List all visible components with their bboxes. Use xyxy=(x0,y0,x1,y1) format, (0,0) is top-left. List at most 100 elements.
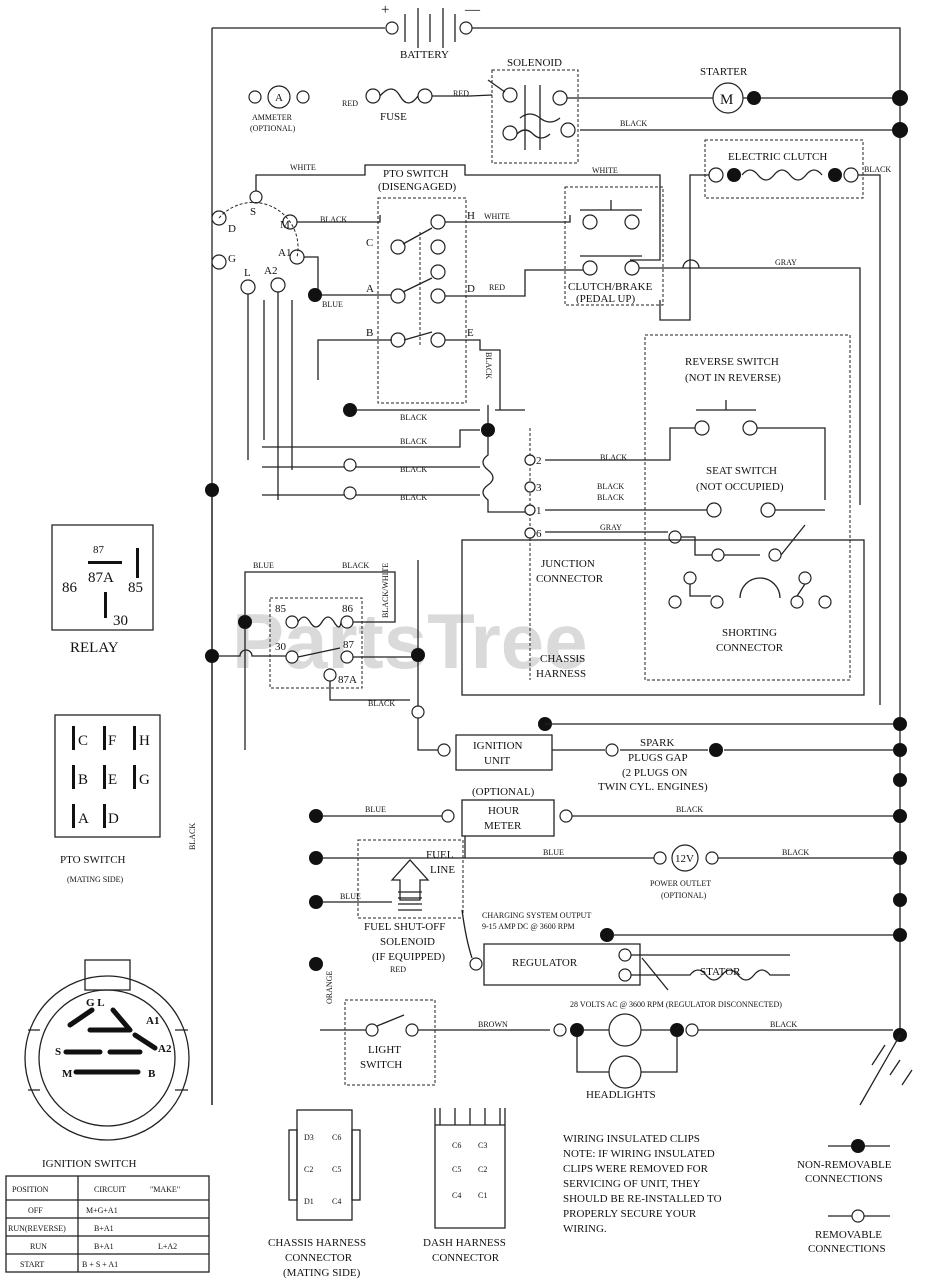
shorting-label: SHORTING xyxy=(722,627,777,639)
note-line-4: SHOULD BE RE-INSTALLED TO xyxy=(563,1193,722,1205)
hour-meter: (OPTIONAL) HOUR METER BLUE BLACK xyxy=(309,786,893,837)
clutch-brake-switch: WHITE CLUTCH/BRAKE (PEDAL UP) GRAY xyxy=(564,166,861,505)
relay-86: 86 xyxy=(62,580,78,596)
wire-black-seat-2: BLACK xyxy=(597,493,624,502)
power-outlet-label: POWER OUTLET xyxy=(650,879,711,888)
fuel-shutoff-3: (IF EQUIPPED) xyxy=(372,951,445,963)
chassis-pin-d1: D1 xyxy=(304,1197,314,1206)
ign-term-a1: A1 xyxy=(278,247,291,259)
note-line-0: WIRING INSULATED CLIPS xyxy=(563,1133,700,1145)
pto-letter-b: B xyxy=(78,772,88,788)
stator-label: STATOR xyxy=(700,966,741,978)
volts-ac: 28 VOLTS AC @ 3600 RPM (REGULATOR DISCON… xyxy=(570,1000,782,1009)
spark-3: (2 PLUGS ON xyxy=(622,767,687,779)
ign-table-r3c1: B + S + A1 xyxy=(82,1260,118,1269)
reverse-switch-label: REVERSE SWITCH xyxy=(685,356,779,368)
fuel-shutoff-2: SOLENOID xyxy=(380,936,435,948)
electric-clutch: ELECTRIC CLUTCH BLACK xyxy=(659,139,891,705)
relay-s-87a: 87A xyxy=(338,674,357,686)
legend-rem-2: CONNECTIONS xyxy=(808,1243,886,1255)
not-in-reverse: (NOT IN REVERSE) xyxy=(685,372,781,384)
electric-clutch-label: ELECTRIC CLUTCH xyxy=(728,151,827,163)
legend: NON-REMOVABLE CONNECTIONS REMOVABLE CONN… xyxy=(797,1139,892,1255)
dash-pin-c4: C4 xyxy=(452,1191,461,1200)
ign-table-header-0: POSITION xyxy=(12,1185,49,1194)
pto-mating-side: (MATING SIDE) xyxy=(67,875,124,884)
power-12v: 12V xyxy=(675,853,694,865)
pto-letter-grid: C F H B E G A D xyxy=(72,726,150,828)
dash-conn-2: CONNECTOR xyxy=(432,1252,500,1264)
relay-schematic: 85 86 30 87 87A BLUE BLACK BLACK/WHITE B… xyxy=(205,560,448,751)
pedal-up-label: (PEDAL UP) xyxy=(576,293,636,305)
wire-white-cb: WHITE xyxy=(592,166,618,175)
starter-m: M xyxy=(720,92,733,108)
legend-nonrem-2: CONNECTIONS xyxy=(805,1173,883,1185)
ground-bundle: BLACK BLACK BLACK xyxy=(205,429,480,502)
pto-mating-label: PTO SWITCH xyxy=(60,854,126,866)
wire-red-fuel: RED xyxy=(390,965,406,974)
ign-table-header-2: "MAKE" xyxy=(150,1185,180,1194)
relay-s-85: 85 xyxy=(275,603,287,615)
junction-pin-2: 2 xyxy=(536,455,542,467)
pto-mating: C F H B E G A D PTO SWITCH (MATING SIDE) xyxy=(54,714,161,884)
junction-label: JUNCTION xyxy=(541,558,595,570)
ammeter: A AMMETER (OPTIONAL) xyxy=(248,85,310,133)
note-line-2: CLIPS WERE REMOVED FOR xyxy=(563,1163,709,1175)
pto-switch: PTO SWITCH (DISENGAGED) C H A D B E WHIT… xyxy=(308,168,590,422)
wire-black-ign: BLACK xyxy=(320,215,347,224)
junction-pin-3: 3 xyxy=(536,482,542,494)
ign-face-b: B xyxy=(148,1068,156,1080)
ign-face-a1: A1 xyxy=(146,1015,159,1027)
note-line-6: WIRING. xyxy=(563,1223,607,1235)
right-bus xyxy=(538,717,907,1042)
pto-letter-a: A xyxy=(78,811,89,827)
ign-term-g: G xyxy=(228,253,236,265)
pto-letter-h: H xyxy=(139,733,150,749)
ignition-unit-2: UNIT xyxy=(484,755,511,767)
ign-table-r0c1: M+G+A1 xyxy=(86,1206,118,1215)
ign-table-r1c0: RUN(REVERSE) xyxy=(8,1224,66,1233)
wire-black-power: BLACK xyxy=(782,848,809,857)
wire-black-left: BLACK xyxy=(188,823,197,850)
wire-blue-relay: BLUE xyxy=(253,561,274,570)
ignition-schematic: S M D G L A1 A2 WHITE BLACK xyxy=(211,163,661,500)
ign-table-r2c1: B+A1 xyxy=(94,1242,114,1251)
pto-term-c: C xyxy=(366,237,373,249)
note-line-5: PROPERLY SECURE YOUR xyxy=(563,1208,697,1220)
dash-conn-1: DASH HARNESS xyxy=(423,1237,506,1249)
ign-face-s: S xyxy=(55,1046,61,1058)
pto-letter-d: D xyxy=(108,811,119,827)
wire-blue-fuel: BLUE xyxy=(340,892,361,901)
wire-blue-pto: BLUE xyxy=(322,300,343,309)
wire-black-g2: BLACK xyxy=(400,465,427,474)
battery-plus: + xyxy=(381,2,389,18)
pto-term-e: E xyxy=(467,327,474,339)
wire-orange: ORANGE xyxy=(325,971,334,1004)
pto-term-a: A xyxy=(366,283,374,295)
fuel-shutoff-1: FUEL SHUT-OFF xyxy=(364,921,445,933)
hour-label: HOUR xyxy=(488,805,520,817)
spark-1: SPARK xyxy=(640,737,675,749)
ammeter-label: AMMETER xyxy=(252,113,293,122)
charging-1: CHARGING SYSTEM OUTPUT xyxy=(482,911,591,920)
pto-term-b: B xyxy=(366,327,373,339)
dash-pin-c5: C5 xyxy=(452,1165,461,1174)
ign-face-a2: A2 xyxy=(158,1043,172,1055)
shorting-connector-label: CONNECTOR xyxy=(716,642,784,654)
wire-gray-1: GRAY xyxy=(775,258,797,267)
ignition-switch-label: IGNITION SWITCH xyxy=(42,1158,136,1170)
ign-term-d: D xyxy=(228,223,236,235)
regulator-label: REGULATOR xyxy=(512,957,578,969)
pto-term-d: D xyxy=(467,283,475,295)
wire-blue-power: BLUE xyxy=(543,848,564,857)
ign-table-r0c0: OFF xyxy=(28,1206,43,1215)
wire-black-pto: BLACK xyxy=(400,413,427,422)
wire-red-1: RED xyxy=(342,99,358,108)
fuse: FUSE RED RED xyxy=(342,88,493,123)
ign-table-r3c0: START xyxy=(20,1260,44,1269)
legend-nonrem-1: NON-REMOVABLE xyxy=(797,1159,892,1171)
wiring-note: WIRING INSULATED CLIPS NOTE: IF WIRING I… xyxy=(563,1133,722,1235)
dash-pin-c1: C1 xyxy=(478,1191,487,1200)
junction-pin-6: 6 xyxy=(536,528,542,540)
